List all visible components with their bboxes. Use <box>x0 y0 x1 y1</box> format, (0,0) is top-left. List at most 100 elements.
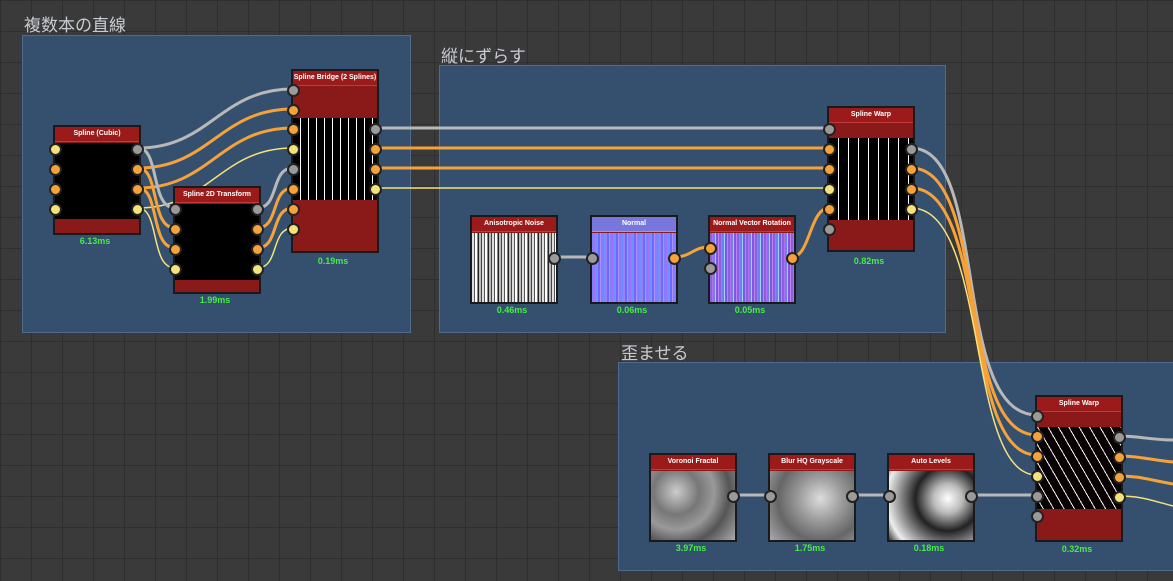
node-spline-warp-1[interactable]: Spline Warp <box>827 106 915 252</box>
input-port[interactable] <box>287 143 300 156</box>
node-spline-cubic[interactable]: Spline (Cubic) <box>53 125 141 235</box>
output-port[interactable] <box>905 143 918 156</box>
input-port[interactable] <box>883 490 896 503</box>
input-port[interactable] <box>704 242 717 255</box>
frame-title-distort[interactable]: 歪ませる <box>621 344 689 364</box>
output-port[interactable] <box>905 183 918 196</box>
node-title: Spline Bridge (2 Splines) <box>293 71 377 86</box>
wire <box>137 147 294 209</box>
node-blur-hq-grayscale[interactable]: Blur HQ Grayscale <box>768 453 856 542</box>
output-port[interactable] <box>369 143 382 156</box>
input-port[interactable] <box>823 123 836 136</box>
input-port[interactable] <box>823 163 836 176</box>
node-spline-warp-2[interactable]: Spline Warp <box>1035 395 1123 542</box>
node-time: 0.32ms <box>1061 544 1093 554</box>
output-port[interactable] <box>251 223 264 236</box>
wire <box>1118 454 1173 464</box>
input-port[interactable] <box>49 203 62 216</box>
output-port[interactable] <box>1113 451 1126 464</box>
node-thumbnail <box>55 143 139 219</box>
input-port[interactable] <box>1031 470 1044 483</box>
wire <box>1118 434 1173 442</box>
output-port[interactable] <box>251 243 264 256</box>
output-port[interactable] <box>369 123 382 136</box>
input-port[interactable] <box>169 203 182 216</box>
output-port[interactable] <box>727 490 740 503</box>
node-thumbnail <box>829 138 913 220</box>
frame-title-multiple-lines[interactable]: 複数本の直線 <box>24 16 126 36</box>
output-port[interactable] <box>131 203 144 216</box>
output-port[interactable] <box>1113 431 1126 444</box>
node-title: Anisotropic Noise <box>472 217 556 232</box>
output-port[interactable] <box>131 143 144 156</box>
input-port[interactable] <box>169 263 182 276</box>
output-port[interactable] <box>905 163 918 176</box>
output-port[interactable] <box>548 252 561 265</box>
input-port[interactable] <box>287 84 300 97</box>
input-port[interactable] <box>287 223 300 236</box>
node-time: 0.82ms <box>853 256 885 266</box>
input-port[interactable] <box>1031 410 1044 423</box>
input-port[interactable] <box>287 163 300 176</box>
input-port[interactable] <box>287 104 300 117</box>
output-port[interactable] <box>905 203 918 216</box>
input-port[interactable] <box>287 203 300 216</box>
output-port[interactable] <box>369 163 382 176</box>
output-port[interactable] <box>369 183 382 196</box>
node-title: Voronoi Fractal <box>651 455 735 470</box>
input-port[interactable] <box>49 163 62 176</box>
node-thumbnail <box>293 118 377 200</box>
input-port[interactable] <box>823 143 836 156</box>
output-port[interactable] <box>846 490 859 503</box>
output-port[interactable] <box>251 263 264 276</box>
node-title: Blur HQ Grayscale <box>770 455 854 470</box>
input-port[interactable] <box>1031 430 1044 443</box>
input-port[interactable] <box>823 203 836 216</box>
node-thumbnail <box>651 471 735 540</box>
node-auto-levels[interactable]: Auto Levels <box>887 453 975 542</box>
wire <box>910 146 1038 417</box>
input-port[interactable] <box>169 243 182 256</box>
node-title: Normal <box>592 217 676 232</box>
node-normal-vector-rotation[interactable]: Normal Vector Rotation <box>708 215 796 304</box>
output-port[interactable] <box>131 163 144 176</box>
node-time: 0.46ms <box>496 305 528 315</box>
input-port[interactable] <box>169 223 182 236</box>
input-port[interactable] <box>1031 450 1044 463</box>
wire <box>1118 495 1173 507</box>
input-port[interactable] <box>1031 510 1044 523</box>
node-time: 0.05ms <box>734 305 766 315</box>
node-title: Normal Vector Rotation <box>710 217 794 232</box>
input-port[interactable] <box>1031 490 1044 503</box>
output-port[interactable] <box>251 203 264 216</box>
node-anisotropic-noise[interactable]: Anisotropic Noise <box>470 215 558 304</box>
output-port[interactable] <box>1113 491 1126 504</box>
node-title: Spline Warp <box>829 108 913 123</box>
output-port[interactable] <box>965 490 978 503</box>
output-port[interactable] <box>786 252 799 265</box>
node-time: 1.99ms <box>199 295 231 305</box>
input-port[interactable] <box>586 252 599 265</box>
output-port[interactable] <box>131 183 144 196</box>
input-port[interactable] <box>704 262 717 275</box>
input-port[interactable] <box>823 223 836 236</box>
input-port[interactable] <box>287 123 300 136</box>
output-port[interactable] <box>668 252 681 265</box>
input-port[interactable] <box>287 183 300 196</box>
node-time: 0.18ms <box>913 543 945 553</box>
node-thumbnail <box>1037 427 1121 509</box>
input-port[interactable] <box>49 183 62 196</box>
frame-title-vertical-offset[interactable]: 縦にずらす <box>441 47 526 67</box>
node-spline-2d-transform[interactable]: Spline 2D Transform <box>173 186 261 294</box>
input-port[interactable] <box>764 490 777 503</box>
output-port[interactable] <box>1113 471 1126 484</box>
node-thumbnail <box>710 233 794 302</box>
input-port[interactable] <box>823 183 836 196</box>
node-spline-bridge[interactable]: Spline Bridge (2 Splines) <box>291 69 379 253</box>
node-normal[interactable]: Normal <box>590 215 678 304</box>
node-voronoi-fractal[interactable]: Voronoi Fractal <box>649 453 737 542</box>
node-time: 0.19ms <box>317 256 349 266</box>
node-thumbnail <box>889 471 973 540</box>
input-port[interactable] <box>49 143 62 156</box>
node-time: 3.97ms <box>675 543 707 553</box>
